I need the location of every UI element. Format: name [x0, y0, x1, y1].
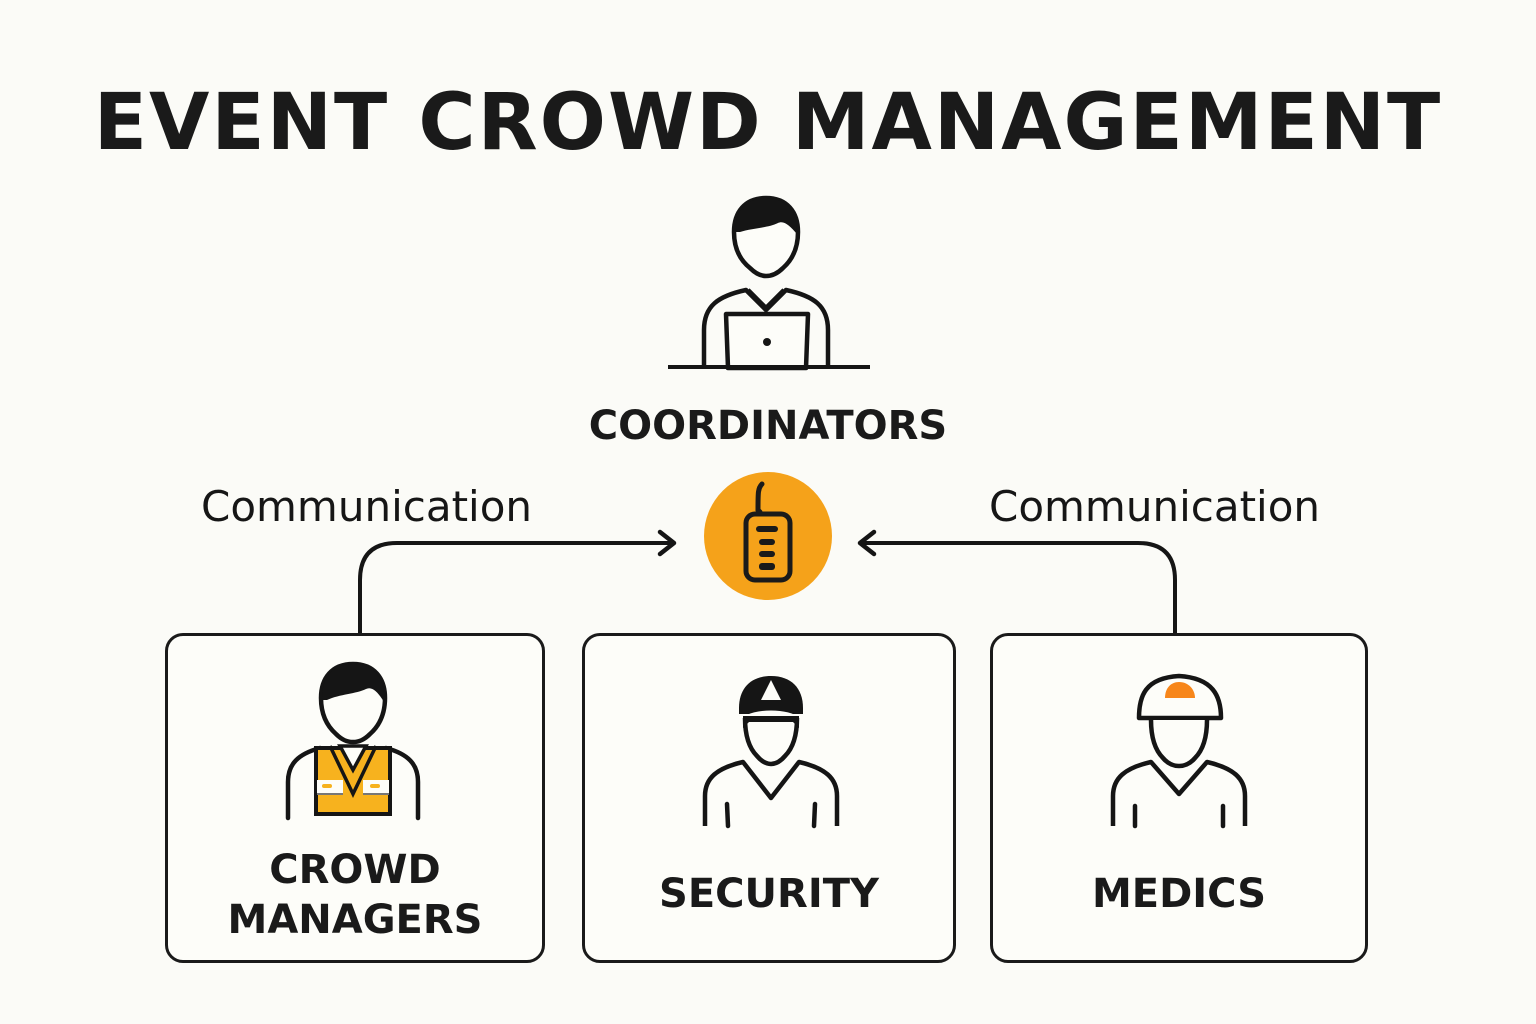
arrow-right-icon — [657, 529, 677, 557]
card-security[interactable]: SECURITY — [582, 633, 956, 963]
crowd-managers-label-line1: CROWD — [269, 847, 441, 893]
walkie-talkie-icon — [704, 472, 832, 600]
connector-crowd-managers — [358, 541, 672, 633]
communication-label-right: Communication — [989, 482, 1321, 531]
arrow-left-icon — [857, 529, 877, 557]
person-safety-vest-icon — [285, 661, 421, 821]
security-label: SECURITY — [659, 871, 879, 917]
person-at-laptop-icon — [668, 195, 870, 371]
communication-label-left: Communication — [201, 482, 533, 531]
coordinators-label: COORDINATORS — [588, 403, 948, 449]
crowd-managers-label-line2: MANAGERS — [227, 897, 483, 943]
card-crowd-managers[interactable]: CROWD MANAGERS — [165, 633, 545, 963]
connector-medics — [862, 541, 1177, 633]
medic-helmet-icon — [1110, 673, 1248, 829]
card-medics[interactable]: MEDICS — [990, 633, 1368, 963]
security-guard-cap-icon — [702, 676, 840, 829]
diagram-title: EVENT CROWD MANAGEMENT — [93, 78, 1443, 168]
medics-label: MEDICS — [1091, 871, 1267, 917]
